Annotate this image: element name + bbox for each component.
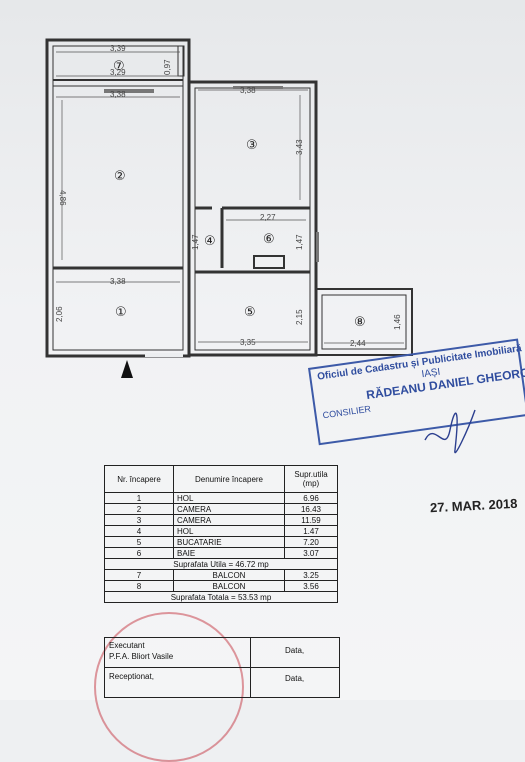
dim-label: 3,38 <box>110 90 126 99</box>
useful-total: Suprafata Utila = 46.72 mp <box>104 558 338 570</box>
floor-plan: 3,39 0,97 3,29 3,38 3,38 4,86 3,43 2,27 … <box>45 38 413 378</box>
room-number-2: ② <box>114 169 126 184</box>
dim-label: 1,47 <box>295 234 304 250</box>
header-area: Supr.utila (mp) <box>284 465 338 493</box>
dim-label: 1,47 <box>191 234 200 250</box>
dim-label: 3,39 <box>110 44 126 53</box>
signature-icon <box>424 409 476 454</box>
dim-label: 2,06 <box>55 306 64 322</box>
dim-label: 2,27 <box>260 213 276 222</box>
dim-label: 3,38 <box>240 86 256 95</box>
header-name: Denumire încapere <box>173 465 285 493</box>
dim-label: 3,38 <box>110 277 126 286</box>
room-number-5: ⑤ <box>244 305 256 320</box>
dim-label: 3,29 <box>110 68 126 77</box>
dim-label: 2,44 <box>350 339 366 348</box>
executant-label: Executant <box>109 641 145 650</box>
north-arrow-icon <box>121 360 133 378</box>
executant-name: P.F.A. Bliort Vasile <box>109 652 174 661</box>
room-number-3: ③ <box>246 138 258 153</box>
date-label-2: Data, <box>285 674 305 683</box>
header-nr: Nr. încapere <box>104 465 174 493</box>
room-number-1: ① <box>115 305 127 320</box>
room-number-7: ⑦ <box>113 59 125 74</box>
dim-label: 4,86 <box>58 190 67 206</box>
dim-label: 2,15 <box>295 309 304 325</box>
grand-total: Suprafata Totala = 53.53 mp <box>104 591 338 603</box>
receptionat-label: Receptionat, <box>109 672 154 681</box>
rooms-table: Nr. încapere Denumire încapere Supr.util… <box>104 465 338 603</box>
room-number-6: ⑥ <box>263 232 275 247</box>
dim-label: 0,97 <box>163 59 172 75</box>
date-label: Data, <box>285 646 305 655</box>
room-number-8: ⑧ <box>354 315 366 330</box>
signature-block: Executant P.F.A. Bliort Vasile Data, Rec… <box>104 637 340 698</box>
dim-label: 1,46 <box>393 314 402 330</box>
dim-label: 3,35 <box>240 338 256 347</box>
dim-label: 3,43 <box>295 139 304 155</box>
room-number-4: ④ <box>204 234 216 249</box>
